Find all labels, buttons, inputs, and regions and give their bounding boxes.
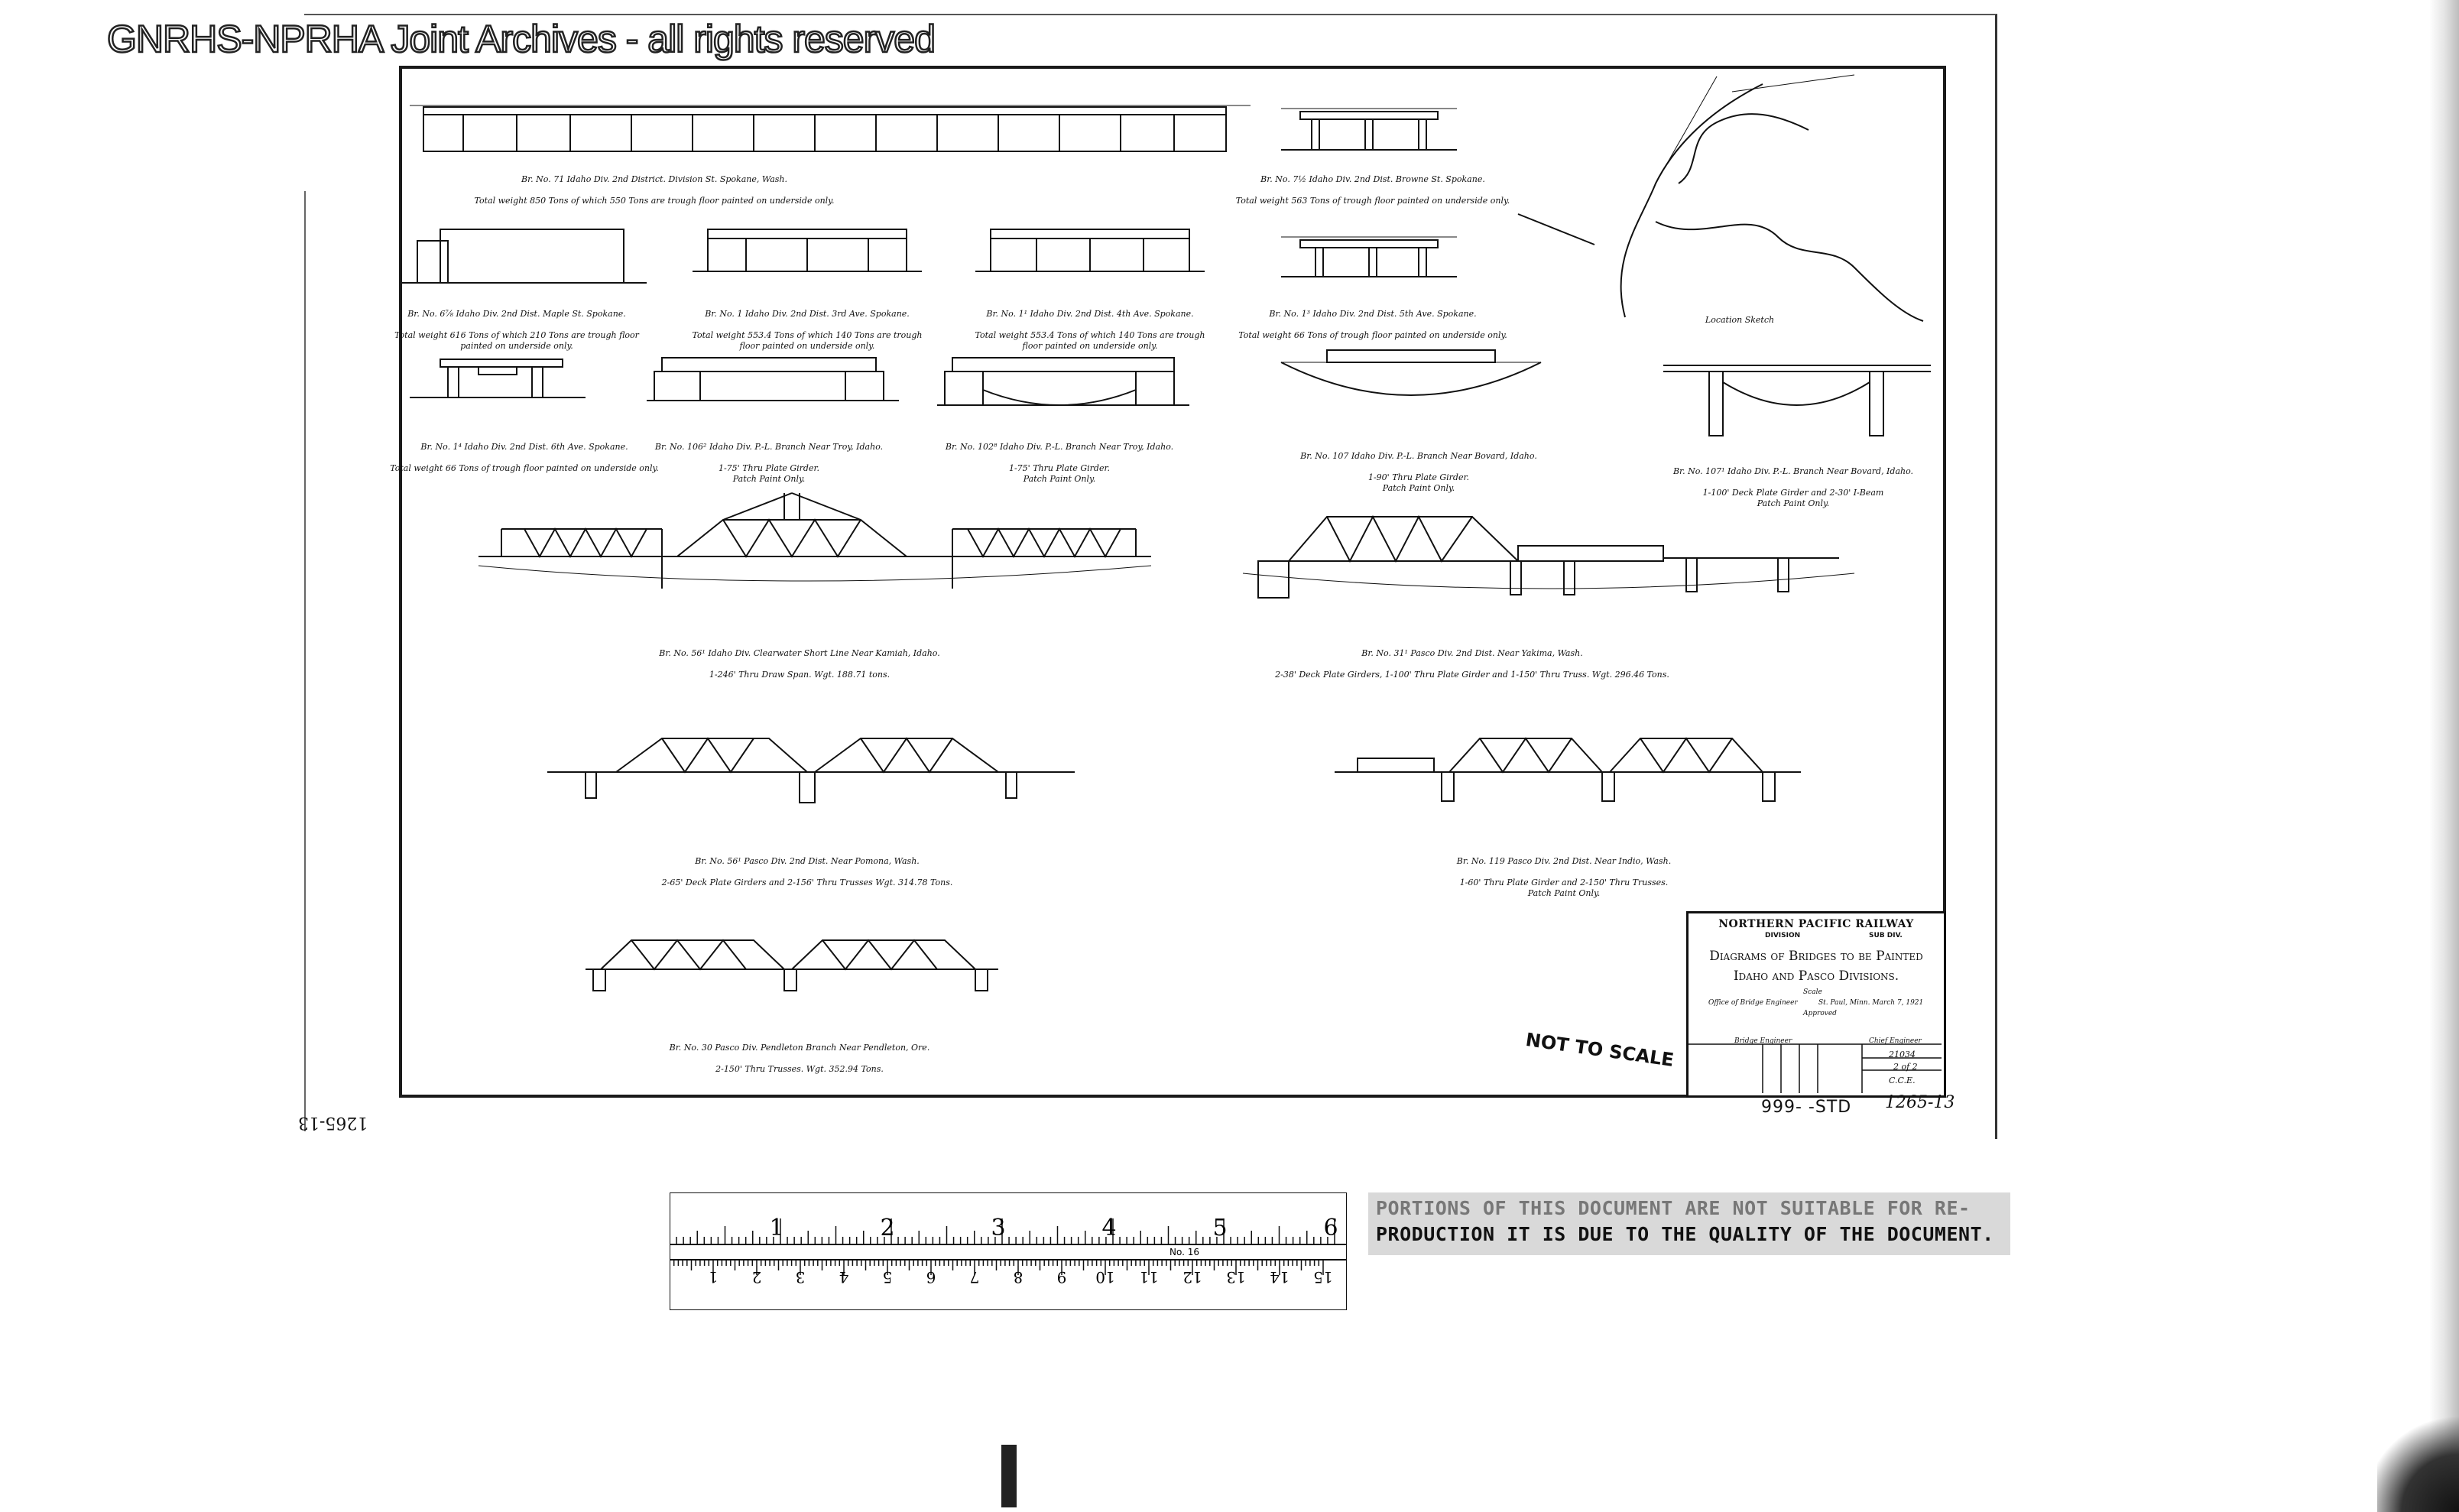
- railway-name: NORTHERN PACIFIC RAILWAY: [1718, 918, 1914, 930]
- caption-bridge-102: Br. No. 102⁸ Idaho Div. P.-L. Branch Nea…: [945, 442, 1174, 484]
- scale-label: Scale: [1803, 988, 1822, 996]
- subdiv-label: SUB DIV.: [1869, 932, 1903, 939]
- ruler-top-number: 3: [991, 1215, 1005, 1241]
- notice-line-2: PRODUCTION IT IS DUE TO THE QUALITY OF T…: [1376, 1223, 1994, 1245]
- drawing-title-line1: Diagrams of Bridges to be Painted: [1709, 949, 1923, 964]
- caption-bridge-1-4th: Br. No. 1¹ Idaho Div. 2nd Dist. 4th Ave.…: [975, 309, 1205, 351]
- caption-bridge-71: Br. No. 71 Idaho Div. 2nd District. Divi…: [474, 174, 835, 206]
- title-block-grid: [1686, 1043, 1942, 1093]
- bridge-106-troy: [647, 357, 899, 401]
- ruler-top-number: 2: [880, 1215, 894, 1241]
- ruler-bottom-number: 5: [883, 1268, 893, 1286]
- chief-engineer-label: Chief Engineer: [1869, 1037, 1922, 1045]
- ruler-bottom-number: 14: [1270, 1268, 1289, 1286]
- bridge-56-kamiah-draw: [478, 492, 1152, 589]
- side-mark: 1265-13: [298, 1113, 368, 1132]
- office-label: Office of Bridge Engineer: [1708, 999, 1798, 1007]
- caption-bridge-7-5: Br. No. 7½ Idaho Div. 2nd Dist. Browne S…: [1235, 174, 1510, 206]
- bridge-30-pendleton: [586, 939, 998, 991]
- caption-bridge-31-yakima: Br. No. 31¹ Pasco Div. 2nd Dist. Near Ya…: [1275, 648, 1669, 680]
- caption-bridge-1-5th: Br. No. 1³ Idaho Div. 2nd Dist. 5th Ave.…: [1238, 309, 1507, 340]
- caption-bridge-56-kamiah: Br. No. 56¹ Idaho Div. Clearwater Short …: [659, 648, 940, 680]
- bridge-107-1-bovard: [1663, 365, 1931, 436]
- bridge-1-6th-ave: [410, 359, 586, 398]
- caption-bridge-106: Br. No. 106² Idaho Div. P.-L. Branch Nea…: [654, 442, 884, 484]
- bridge-elevations: [402, 74, 1931, 991]
- index-number: 21034: [1889, 1050, 1916, 1059]
- bridge-engineer-label: Bridge Engineer: [1734, 1037, 1792, 1045]
- checker-initials: C.C.E.: [1889, 1076, 1916, 1085]
- scan-edge-shadow: [2385, 0, 2459, 1512]
- ruler-top-number: 4: [1101, 1215, 1116, 1241]
- ruler-bottom-number: 2: [752, 1268, 762, 1286]
- ruler-bottom-number: 8: [1014, 1268, 1024, 1286]
- bridge-1-3rd-ave: [693, 229, 922, 272]
- bridge-107-bovard: [1280, 349, 1542, 396]
- bridge-6-maple-st: [402, 229, 647, 284]
- ruler-bottom-number: 12: [1182, 1268, 1202, 1286]
- scan-marker: [1001, 1445, 1017, 1507]
- ruler-top-number: 6: [1323, 1215, 1338, 1241]
- ruler-bottom-number: 15: [1313, 1268, 1332, 1286]
- drawing-sheet-left-edge: [304, 191, 306, 1131]
- bridge-31-yakima: [1242, 514, 1855, 599]
- ruler-model: No. 16: [1169, 1247, 1199, 1257]
- title-block: NORTHERN PACIFIC RAILWAY DIVISION SUB DI…: [1686, 911, 1946, 1098]
- caption-bridge-6-maple: Br. No. 6⅞ Idaho Div. 2nd Dist. Maple St…: [394, 309, 639, 351]
- ruler-bottom-number: 11: [1139, 1268, 1158, 1286]
- caption-bridge-107: Br. No. 107 Idaho Div. P.-L. Branch Near…: [1300, 451, 1537, 493]
- caption-bridge-119-indio: Br. No. 119 Pasco Div. 2nd Dist. Near In…: [1456, 856, 1672, 898]
- reproduction-quality-notice: PORTIONS OF THIS DOCUMENT ARE NOT SUITAB…: [1368, 1192, 2010, 1255]
- sheet-number: 2 of 2: [1893, 1062, 1918, 1072]
- bridge-1-4th-ave: [975, 229, 1205, 272]
- bridge-71-division-st: [410, 105, 1251, 152]
- caption-bridge-56-pomona: Br. No. 56¹ Pasco Div. 2nd Dist. Near Po…: [661, 856, 953, 887]
- ruler-bottom-number: 13: [1226, 1268, 1245, 1286]
- drawing-sheet-border: [304, 14, 1997, 1139]
- bridge-7-5-browne-st: [1281, 108, 1457, 151]
- place-date: St. Paul, Minn. March 7, 1921: [1818, 999, 1924, 1007]
- archive-watermark: GNRHS-NPRHA Joint Archives - all rights …: [106, 17, 936, 62]
- ruler-bottom-number: 3: [796, 1268, 806, 1286]
- location-sketch-caption: Location Sketch: [1705, 315, 1775, 325]
- notice-line-1: PORTIONS OF THIS DOCUMENT ARE NOT SUITAB…: [1376, 1197, 1971, 1219]
- ruler-bottom-number: 10: [1095, 1268, 1114, 1286]
- bridge-102-troy: [937, 357, 1189, 406]
- bridge-56-pomona: [547, 737, 1075, 803]
- division-label: DIVISION: [1765, 932, 1801, 939]
- ruler-bottom-number: 1: [709, 1268, 719, 1286]
- ruler-top-number: 5: [1212, 1215, 1227, 1241]
- drawing-number: 999- -STD: [1761, 1098, 1852, 1117]
- ruler-bottom-number: 9: [1057, 1268, 1067, 1286]
- bridge-1-5th-ave: [1281, 236, 1457, 277]
- location-sketch-map: [1517, 74, 1924, 322]
- scan-corner-curl: [2377, 1414, 2459, 1512]
- measuring-ruler: No. 16 1 2 3 4 5 6 1 2 3 4 5 6 7 8 9 10 …: [670, 1192, 1347, 1310]
- caption-bridge-107-1: Br. No. 107¹ Idaho Div. P.-L. Branch Nea…: [1672, 466, 1914, 508]
- ruler-bottom-number: 6: [926, 1268, 936, 1286]
- drawing-number-handwritten: 1265-13: [1885, 1093, 1955, 1112]
- drawing-frame: Br. No. 71 Idaho Div. 2nd District. Divi…: [390, 66, 1946, 1098]
- ruler-bottom-number: 7: [970, 1268, 980, 1286]
- ruler-bottom-number: 4: [839, 1268, 849, 1286]
- caption-bridge-30-pendleton: Br. No. 30 Pasco Div. Pendleton Branch N…: [669, 1043, 930, 1074]
- caption-bridge-1-3rd: Br. No. 1 Idaho Div. 2nd Dist. 3rd Ave. …: [692, 309, 923, 351]
- approved-label: Approved: [1803, 1010, 1837, 1017]
- ruler-top-number: 1: [769, 1215, 783, 1241]
- drawing-title-line2: Idaho and Pasco Divisions.: [1733, 969, 1899, 984]
- caption-bridge-1-6th: Br. No. 1⁴ Idaho Div. 2nd Dist. 6th Ave.…: [390, 442, 659, 473]
- bridge-119-indio: [1335, 737, 1801, 802]
